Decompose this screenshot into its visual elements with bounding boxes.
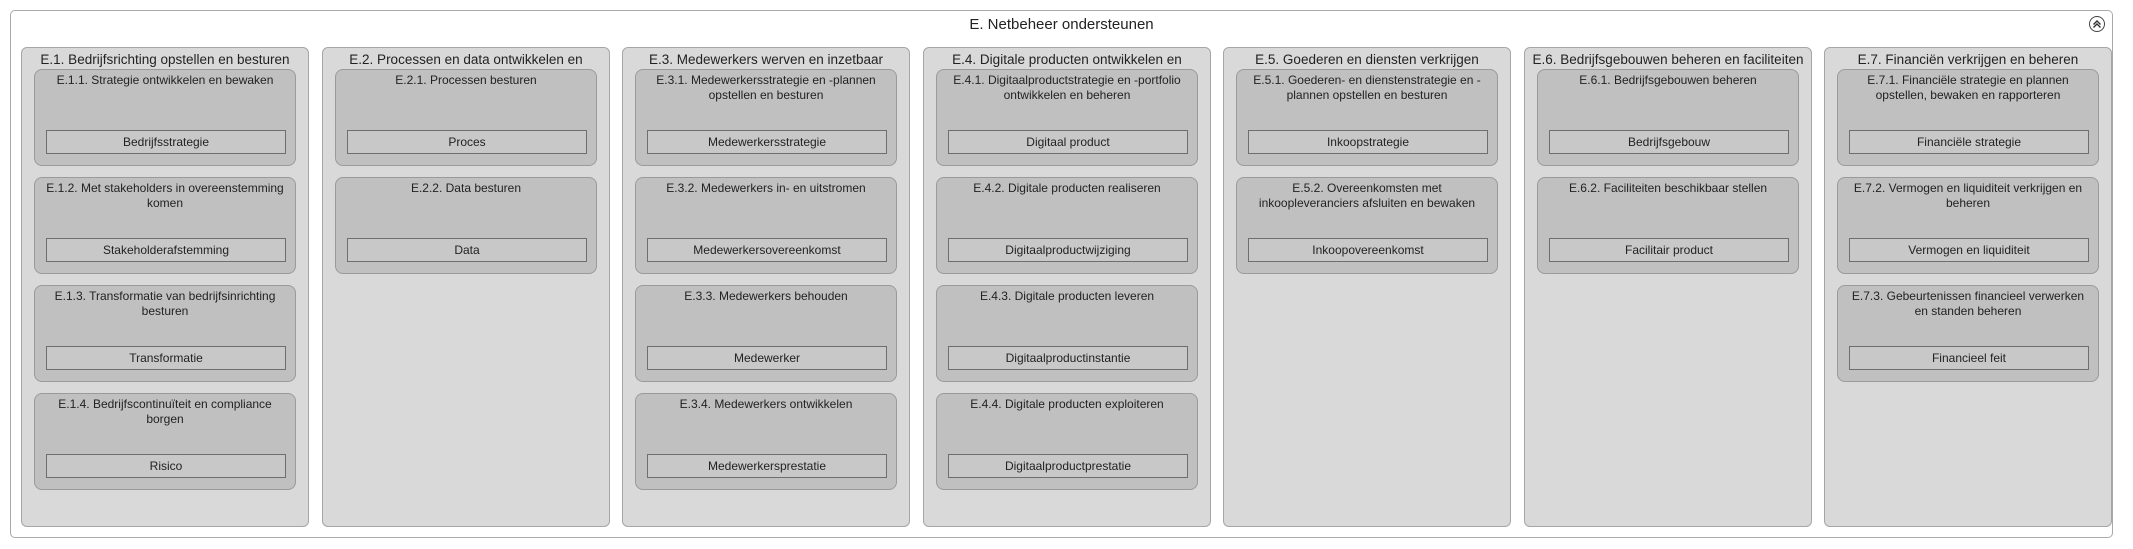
- capability-card[interactable]: E.1.3. Transformatie van bedrijfsinricht…: [34, 285, 296, 382]
- capability-card[interactable]: E.7.2. Vermogen en liquiditeit verkrijge…: [1837, 177, 2099, 274]
- capability-card-title: E.5.1. Goederen- en dienstenstrategie en…: [1253, 73, 1481, 102]
- capability-card-title: E.1.3. Transformatie van bedrijfsinricht…: [54, 289, 276, 318]
- business-object-box[interactable]: Vermogen en liquiditeit: [1849, 238, 2089, 262]
- column-title: E.5. Goederen en diensten verkrijgen: [1255, 52, 1479, 67]
- capability-card-title: E.4.4. Digitale producten exploiteren: [970, 397, 1164, 411]
- business-object-box[interactable]: Proces: [347, 130, 587, 154]
- business-object-box[interactable]: Inkoopstrategie: [1248, 130, 1488, 154]
- capability-card-title: E.3.3. Medewerkers behouden: [684, 289, 848, 303]
- business-object-box[interactable]: Inkoopovereenkomst: [1248, 238, 1488, 262]
- business-object-box[interactable]: Digitaalproductinstantie: [948, 346, 1188, 370]
- capability-column-e2: E.2. Processen en data ontwikkelen en be…: [322, 47, 610, 527]
- capability-card-title: E.3.1. Medewerkersstrategie en -plannen …: [656, 73, 876, 102]
- capability-card-title: E.7.2. Vermogen en liquiditeit verkrijge…: [1853, 181, 2083, 210]
- page-title: E. Netbeheer ondersteunen: [969, 16, 1154, 33]
- capability-card-title: E.4.1. Digitaalproductstrategie en -port…: [953, 73, 1181, 102]
- capability-card[interactable]: E.5.2. Overeenkomsten met inkoopleveranc…: [1236, 177, 1498, 274]
- capability-column-e3: E.3. Medewerkers werven en inzetbaar hou…: [622, 47, 910, 527]
- capability-card[interactable]: E.5.1. Goederen- en dienstenstrategie en…: [1236, 69, 1498, 166]
- capability-column-e6: E.6. Bedrijfsgebouwen beheren en facilit…: [1524, 47, 1812, 527]
- capability-card-title: E.4.2. Digitale producten realiseren: [973, 181, 1161, 195]
- capability-card-title: E.7.1. Financiële strategie en plannen o…: [1867, 73, 2069, 102]
- capability-card[interactable]: E.7.3. Gebeurtenissen financieel verwerk…: [1837, 285, 2099, 382]
- capability-card-title: E.6.2. Faciliteiten beschikbaar stellen: [1568, 181, 1768, 195]
- capability-column-e4: E.4. Digitale producten ontwikkelen en b…: [923, 47, 1211, 527]
- capability-card-title: E.2.1. Processen besturen: [395, 73, 537, 87]
- capability-card-title: E.2.2. Data besturen: [410, 181, 522, 195]
- capability-card[interactable]: E.1.2. Met stakeholders in overeenstemmi…: [34, 177, 296, 274]
- capability-card-title: E.1.2. Met stakeholders in overeenstemmi…: [46, 181, 284, 210]
- capability-card-title: E.5.2. Overeenkomsten met inkoopleveranc…: [1258, 181, 1476, 210]
- business-object-box[interactable]: Financieel feit: [1849, 346, 2089, 370]
- capability-map-frame: E. Netbeheer ondersteunen E.1. Bedrijfsr…: [10, 10, 2113, 538]
- capability-card[interactable]: E.3.1. Medewerkersstrategie en -plannen …: [635, 69, 897, 166]
- business-object-box[interactable]: Medewerker: [647, 346, 887, 370]
- business-object-box[interactable]: Medewerkersstrategie: [647, 130, 887, 154]
- column-title: E.1. Bedrijfsrichting opstellen en bestu…: [40, 52, 290, 67]
- business-object-box[interactable]: Facilitair product: [1549, 238, 1789, 262]
- business-object-box[interactable]: Digitaalproductprestatie: [948, 454, 1188, 478]
- business-object-box[interactable]: Data: [347, 238, 587, 262]
- collapse-up-icon[interactable]: [2088, 15, 2106, 33]
- business-object-box[interactable]: Financiële strategie: [1849, 130, 2089, 154]
- capability-card-title: E.1.4. Bedrijfscontinuïteit en complianc…: [58, 397, 272, 426]
- column-title: E.7. Financiën verkrijgen en beheren: [1857, 52, 2079, 67]
- business-object-box[interactable]: Medewerkersprestatie: [647, 454, 887, 478]
- capability-card-title: E.3.4. Medewerkers ontwikkelen: [679, 397, 853, 411]
- business-object-box[interactable]: Bedrijfsstrategie: [46, 130, 286, 154]
- business-object-box[interactable]: Medewerkersovereenkomst: [647, 238, 887, 262]
- business-object-box[interactable]: Risico: [46, 454, 286, 478]
- capability-card-title: E.3.2. Medewerkers in- en uitstromen: [666, 181, 866, 195]
- capability-card-title: E.7.3. Gebeurtenissen financieel verwerk…: [1851, 289, 2085, 318]
- capability-card[interactable]: E.7.1. Financiële strategie en plannen o…: [1837, 69, 2099, 166]
- business-object-box[interactable]: Stakeholderafstemming: [46, 238, 286, 262]
- business-object-box[interactable]: Digitaalproductwijziging: [948, 238, 1188, 262]
- business-object-box[interactable]: Digitaal product: [948, 130, 1188, 154]
- capability-card-title: E.1.1. Strategie ontwikkelen en bewaken: [56, 73, 274, 87]
- capability-card[interactable]: E.1.4. Bedrijfscontinuïteit en complianc…: [34, 393, 296, 490]
- business-object-box[interactable]: Transformatie: [46, 346, 286, 370]
- capability-card[interactable]: E.4.1. Digitaalproductstrategie en -port…: [936, 69, 1198, 166]
- capability-card-title: E.6.1. Bedrijfsgebouwen beheren: [1579, 73, 1757, 87]
- capability-column-e1: E.1. Bedrijfsrichting opstellen en bestu…: [21, 47, 309, 527]
- business-object-box[interactable]: Bedrijfsgebouw: [1549, 130, 1789, 154]
- capability-card-title: E.4.3. Digitale producten leveren: [979, 289, 1155, 303]
